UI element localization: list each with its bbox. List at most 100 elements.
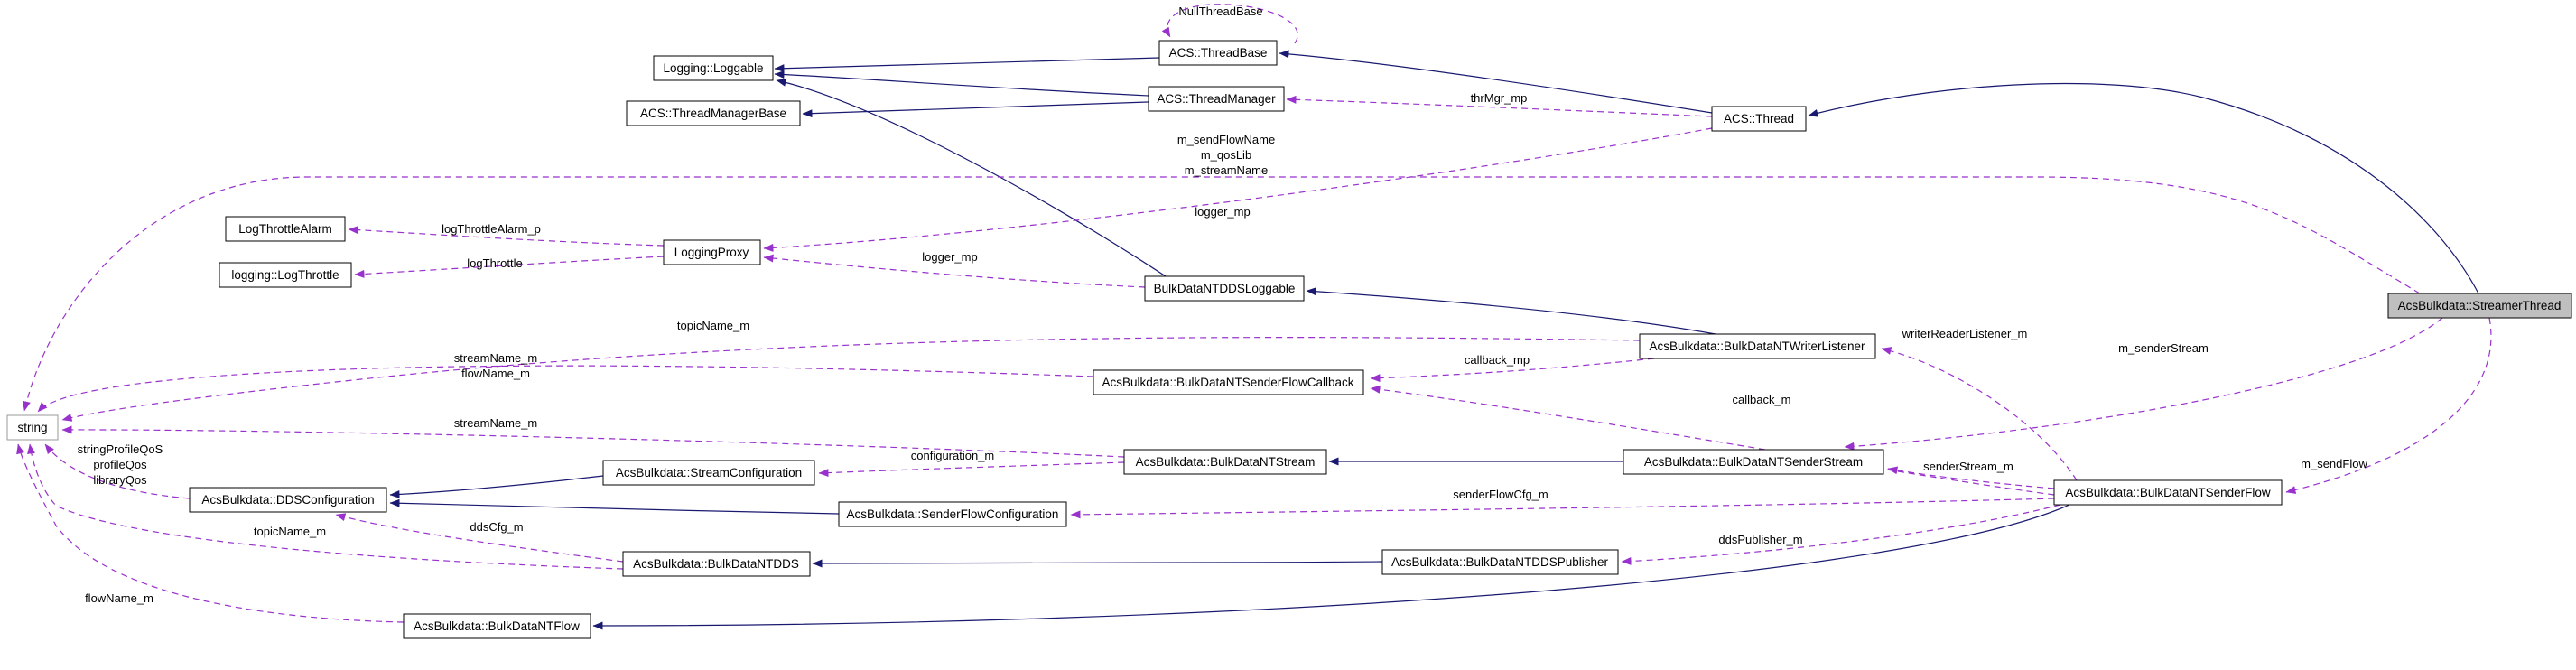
node-acs-threadmanager[interactable]: ACS::ThreadManager <box>1148 86 1285 112</box>
node-box[interactable] <box>1093 369 1364 395</box>
edge-use-thread-loggingproxy <box>763 127 1713 252</box>
node-label: AcsBulkdata::DDSConfiguration <box>201 493 374 507</box>
edge-inherit-senderflow-ntflow <box>592 504 2070 630</box>
edge-label-logthrottle: logThrottle <box>467 256 522 270</box>
edge-label-writerreaderlistener-m: writerReaderListener_m <box>1902 327 2028 340</box>
node-label: AcsBulkdata::BulkDataNTWriterListener <box>1649 340 1865 353</box>
node-label: ACS::ThreadManager <box>1157 92 1276 106</box>
edge-label-topicname-dds: topicName_m <box>254 525 326 538</box>
node-label: AcsBulkdata::BulkDataNTSenderFlow <box>2065 486 2271 499</box>
node-streamconfiguration[interactable]: AcsBulkdata::StreamConfiguration <box>602 460 815 486</box>
edge-label-senderstream-m: senderStream_m <box>1923 460 2013 473</box>
node-label: AcsBulkdata::SenderFlowConfiguration <box>847 507 1059 521</box>
node-label: logging::LogThrottle <box>231 268 339 282</box>
edge-use-threadbase-self-nullthreadbase <box>1161 4 1298 44</box>
edge-label-logthrottlealarm-p: logThrottleAlarm_p <box>442 222 541 236</box>
node-logging-logthrottle[interactable]: logging::LogThrottle <box>219 262 352 288</box>
node-acsbulkdata-streamerthread[interactable]: AcsBulkdata::StreamerThread <box>2387 293 2572 319</box>
node-box[interactable] <box>1381 549 1619 575</box>
node-box[interactable] <box>1623 449 1884 475</box>
node-box[interactable] <box>1158 40 1278 66</box>
edge-label-ddscfg-m: ddsCfg_m <box>470 520 523 534</box>
node-string[interactable]: string <box>6 414 59 441</box>
edge-use-thread-threadmanager <box>1286 95 1713 117</box>
node-box[interactable] <box>602 460 815 486</box>
edge-label-m-streamname: m_streamName <box>1185 163 1268 177</box>
node-loggingproxy[interactable]: LoggingProxy <box>663 239 761 265</box>
node-box[interactable] <box>1123 449 1327 475</box>
edge-use-senderflow-senderflowconfig <box>1070 498 2055 519</box>
node-label: ACS::Thread <box>1724 112 1794 126</box>
edge-inherit-writerlistener-ddsloggable <box>1306 287 1716 335</box>
node-box[interactable] <box>663 239 761 265</box>
node-label: string <box>17 421 47 434</box>
edge-label-stringprofileqos: stringProfileQoS <box>78 442 163 456</box>
edge-label-streamname-stream: streamName_m <box>454 416 537 430</box>
node-bulkdatantsenderflow[interactable]: AcsBulkdata::BulkDataNTSenderFlow <box>2053 479 2283 506</box>
node-box[interactable] <box>1148 86 1285 112</box>
node-label: AcsBulkdata::BulkDataNTFlow <box>414 619 580 633</box>
node-box[interactable] <box>1639 333 1876 359</box>
node-label: AcsBulkdata::StreamConfiguration <box>616 466 802 479</box>
node-box[interactable] <box>653 55 774 81</box>
node-label: BulkDataNTDDSLoggable <box>1154 282 1296 295</box>
edge-label-libraryqos: libraryQos <box>93 473 147 487</box>
node-bulkdatantstream[interactable]: AcsBulkdata::BulkDataNTStream <box>1123 449 1327 475</box>
node-label: AcsBulkdata::BulkDataNTSenderFlowCallbac… <box>1102 376 1353 389</box>
node-bulkdatantdds[interactable]: AcsBulkdata::BulkDataNTDDS <box>622 551 811 577</box>
edge-use-ddsconfiguration-string-qos <box>44 443 191 499</box>
edge-use-ntdds-ddsconfiguration <box>335 513 624 563</box>
node-box[interactable] <box>189 487 387 513</box>
node-bulkdatantwriterlistener[interactable]: AcsBulkdata::BulkDataNTWriterListener <box>1639 333 1876 359</box>
node-senderflowconfiguration[interactable]: AcsBulkdata::SenderFlowConfiguration <box>838 501 1067 527</box>
node-label: AcsBulkdata::BulkDataNTSenderStream <box>1644 455 1863 469</box>
node-acs-threadbase[interactable]: ACS::ThreadBase <box>1158 40 1278 66</box>
node-box[interactable] <box>1711 106 1807 132</box>
node-bulkdatantddsloggable[interactable]: BulkDataNTDDSLoggable <box>1144 275 1305 302</box>
node-label: AcsBulkdata::StreamerThread <box>2398 299 2562 312</box>
node-box[interactable] <box>225 216 346 242</box>
node-acs-threadmanagerbase[interactable]: ACS::ThreadManagerBase <box>626 100 801 126</box>
node-box[interactable] <box>219 262 352 288</box>
node-bulkdatantflow[interactable]: AcsBulkdata::BulkDataNTFlow <box>403 613 591 639</box>
node-logging-loggable[interactable]: Logging::Loggable <box>653 55 774 81</box>
edge-use-ntstream-streamconfiguration <box>818 461 1125 478</box>
edge-label-logger-mp-ddsloggable: logger_mp <box>922 250 977 264</box>
edge-inherit-threadmanager-threadmanagerbase <box>802 101 1149 118</box>
edge-label-callback-m: callback_m <box>1732 393 1790 406</box>
edge-label-flowname-flow: flowName_m <box>85 591 153 605</box>
node-logthrottlealarm[interactable]: LogThrottleAlarm <box>225 216 346 242</box>
node-box[interactable] <box>1144 275 1305 302</box>
node-bulkdatantddspublisher[interactable]: AcsBulkdata::BulkDataNTDDSPublisher <box>1381 549 1619 575</box>
edge-use-loggingproxy-logthrottlealarm <box>348 226 665 247</box>
edge-use-senderflow-senderflowcallback <box>1370 385 2055 496</box>
edge-label-topicname-writer: topicName_m <box>677 319 749 332</box>
edge-use-loggingproxy-logthrottle <box>354 256 665 278</box>
node-acs-thread[interactable]: ACS::Thread <box>1711 106 1807 132</box>
node-box[interactable] <box>2387 293 2572 319</box>
node-box[interactable] <box>403 613 591 639</box>
edge-inherit-streamerthread-thread <box>1808 82 2479 294</box>
node-box[interactable] <box>622 551 811 577</box>
edge-label-senderflowcfg-m: senderFlowCfg_m <box>1453 488 1548 501</box>
edge-use-streamerthread-senderstream <box>1844 317 2443 451</box>
edge-inherit-threadmanager-loggable <box>774 70 1149 97</box>
edge-inherit-threadbase-loggable <box>774 57 1160 73</box>
edge-use-writerlistener-senderflowcallback <box>1370 358 1655 383</box>
node-ddsconfiguration[interactable]: AcsBulkdata::DDSConfiguration <box>189 487 387 513</box>
node-box[interactable] <box>6 414 59 441</box>
node-bulkdatantsenderflowcallback[interactable]: AcsBulkdata::BulkDataNTSenderFlowCallbac… <box>1093 369 1364 395</box>
edge-use-ddsloggable-loggingproxy <box>763 254 1146 288</box>
edge-label-flowname-cb: flowName_m <box>461 367 530 380</box>
edge-use-senderflowcallback-string-names <box>37 365 1094 413</box>
edge-use-ntdds-string-topicname <box>27 443 624 570</box>
node-box[interactable] <box>838 501 1067 527</box>
edge-inherit-ddsloggable-loggable <box>776 78 1167 277</box>
node-box[interactable] <box>2053 479 2283 506</box>
node-bulkdatantsenderstream[interactable]: AcsBulkdata::BulkDataNTSenderStream <box>1623 449 1884 475</box>
node-box[interactable] <box>626 100 801 126</box>
edge-label-m-sendflowname: m_sendFlowName <box>1177 133 1275 146</box>
edge-label-callback-mp: callback_mp <box>1465 353 1530 367</box>
